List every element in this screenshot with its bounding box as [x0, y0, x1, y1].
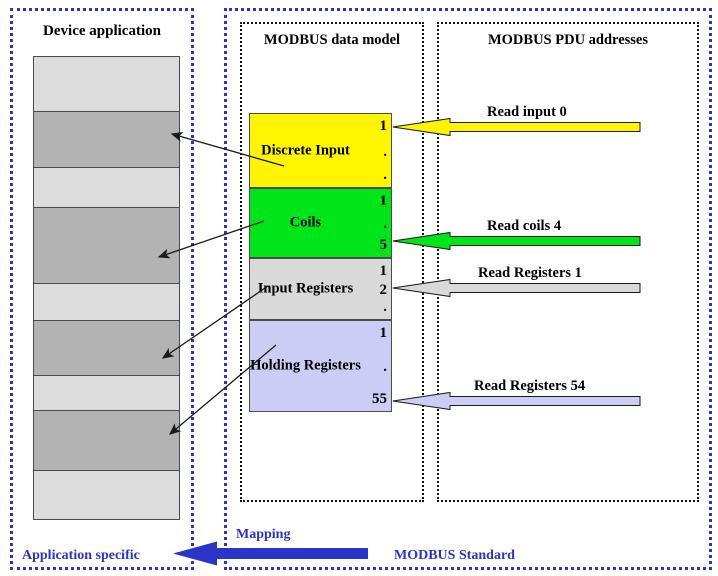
- data-model-block: Input Registers 1 2.: [249, 258, 392, 320]
- data-model-start-index: 1: [379, 118, 388, 134]
- data-model-block-label: Coils: [289, 214, 322, 231]
- modbus-data-model-panel: [240, 22, 424, 502]
- data-model-end-index: 55: [372, 391, 387, 407]
- data-model-block: Coils 1. 5: [249, 188, 392, 258]
- pdu-request-label: Read coils 4: [487, 218, 562, 234]
- device-application-block: [33, 283, 180, 320]
- data-model-range-dots: 2: [379, 282, 388, 298]
- footer-modbus-standard-label: MODBUS Standard: [394, 548, 515, 563]
- footer-application-specific-label: Application specific: [22, 548, 140, 563]
- pdu-request-arrow: [392, 230, 641, 252]
- data-model-start-index: 1: [379, 325, 388, 341]
- data-model-block: Discrete Input 1..: [249, 113, 392, 188]
- device-application-block: [33, 111, 180, 167]
- modbus-pdu-addresses-title: MODBUS PDU addresses: [487, 32, 649, 48]
- device-application-block: [33, 56, 180, 111]
- pdu-request-label: Read Registers 1: [478, 265, 582, 281]
- device-application-title: Device application: [43, 23, 161, 39]
- modbus-pdu-addresses-panel: [437, 22, 699, 502]
- pdu-request-label: Read input 0: [487, 104, 567, 120]
- mapping-direction-arrow: [173, 541, 368, 566]
- data-model-block-label: Holding Registers: [250, 357, 361, 374]
- data-model-end-index: .: [383, 167, 387, 183]
- pdu-request-label: Read Registers 54: [474, 378, 586, 394]
- data-model-end-index: 5: [379, 237, 388, 253]
- pdu-request-arrow: [392, 390, 641, 412]
- device-application-block: [33, 207, 180, 283]
- data-model-start-index: 1: [379, 263, 388, 279]
- device-application-block-stack: [33, 56, 180, 520]
- footer-mapping-label: Mapping: [236, 527, 291, 542]
- device-application-block: [33, 167, 180, 207]
- data-model-block-label: Discrete Input: [261, 142, 350, 158]
- data-model-block-label: Input Registers: [257, 280, 354, 297]
- data-model-range-dots: .: [383, 144, 387, 160]
- data-model-range-dots: .: [383, 216, 387, 232]
- data-model-start-index: 1: [379, 193, 388, 209]
- data-model-range-dots: .: [383, 359, 387, 375]
- data-model-end-index: .: [383, 299, 387, 315]
- device-application-block: [33, 320, 180, 375]
- device-application-block: [33, 375, 180, 410]
- pdu-request-arrow: [392, 277, 641, 299]
- data-model-block: Holding Registers 1. 55: [249, 320, 392, 412]
- pdu-request-arrow: [392, 116, 641, 138]
- device-application-block: [33, 470, 180, 520]
- device-application-block: [33, 410, 180, 470]
- modbus-data-model-title: MODBUS data model: [263, 32, 401, 48]
